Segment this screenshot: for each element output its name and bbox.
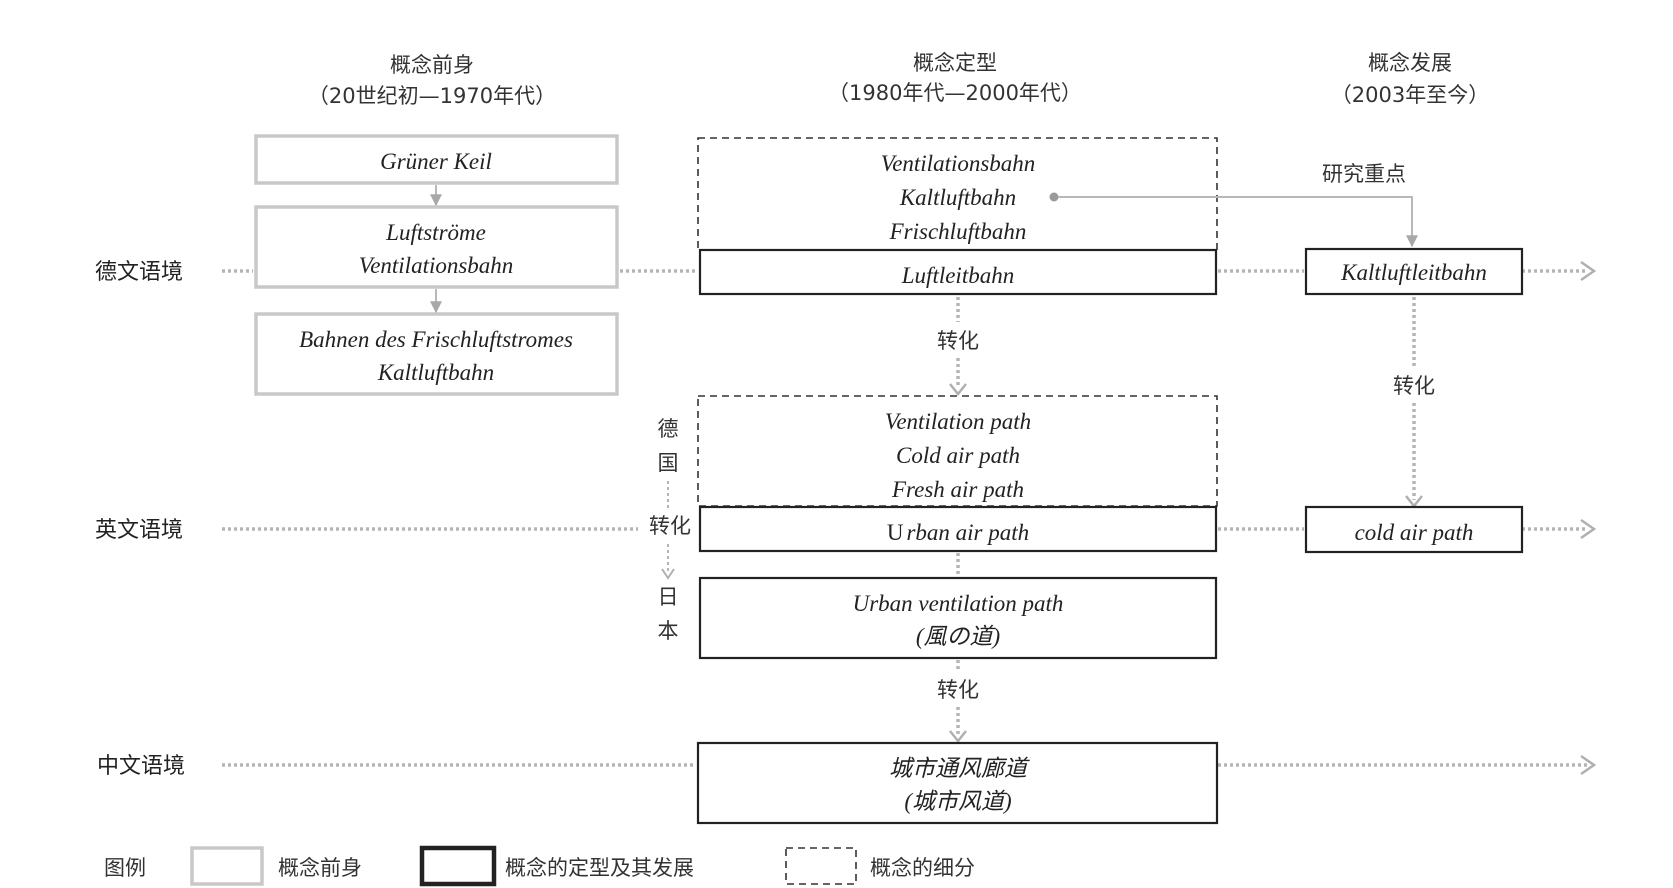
- japanese-term-english: Urban ventilation path: [853, 591, 1064, 616]
- precursor-box-gruner-keil: [254, 134, 619, 185]
- precursor-term-gruner-keil: Grüner Keil: [380, 149, 492, 174]
- precursor-term-luftstrome: Luftströme: [385, 220, 486, 245]
- side-label-de-2: 国: [658, 451, 679, 475]
- english-main-prefix: U: [887, 520, 904, 545]
- context-label-english: 英文语境: [95, 518, 183, 543]
- column-title-defined: 概念定型: [913, 51, 997, 75]
- legend-label-subdivision: 概念的细分: [870, 856, 975, 880]
- legend-label-defined: 概念的定型及其发展: [505, 856, 694, 880]
- english-subterm-cold: Cold air path: [896, 443, 1020, 468]
- transform-dev-label: 转化: [1393, 374, 1435, 398]
- legend-swatch-subdivision: [785, 847, 857, 885]
- context-label-german: 德文语境: [95, 260, 183, 285]
- column-title-development: 概念发展: [1368, 51, 1452, 75]
- precursor-term-kaltluftbahn: Kaltluftbahn: [377, 360, 494, 385]
- japanese-box: [698, 576, 1218, 660]
- german-main-term: Luftleitbahn: [901, 263, 1014, 288]
- chinese-term-alt: (城市风道): [904, 789, 1011, 814]
- precursor-term-bahnen: Bahnen des Frischluftstromes: [299, 327, 573, 352]
- english-subterm-ventilation: Ventilation path: [885, 409, 1031, 434]
- side-label-de-1: 德: [658, 417, 679, 441]
- chinese-box: [696, 741, 1219, 825]
- legend-title: 图例: [104, 856, 146, 880]
- research-focus-connector: [1058, 196, 1418, 248]
- column-period-precursor: （20世纪初—1970年代）: [308, 84, 556, 108]
- german-subterm-frischluftbahn: Frischluftbahn: [889, 219, 1027, 244]
- legend-swatch-precursor: [190, 846, 264, 886]
- english-timeline-arrow: [1580, 518, 1597, 540]
- precursor-box-bahnen: [254, 312, 619, 396]
- transform-jp-cn-label: 转化: [937, 678, 979, 702]
- english-main-rest: rban air path: [906, 520, 1029, 545]
- german-subterm-kaltluftbahn: Kaltluftbahn: [899, 185, 1016, 210]
- side-label-transform: 转化: [649, 514, 691, 538]
- side-label-jp-1: 日: [658, 585, 679, 609]
- chinese-timeline-arrow: [1580, 754, 1597, 776]
- transform-de-en-arrow: [949, 383, 967, 397]
- transform-dev-arrow: [1405, 495, 1423, 509]
- transform-jp-cn-arrow: [949, 730, 967, 744]
- german-development-term: Kaltluftleitbahn: [1340, 260, 1487, 285]
- english-main-box: [698, 505, 1218, 553]
- side-de-jp-arrow: [661, 568, 675, 580]
- precursor-term-ventilationsbahn: Ventilationsbahn: [359, 253, 514, 278]
- side-label-jp-2: 本: [658, 619, 679, 643]
- context-label-chinese: 中文语境: [97, 754, 185, 779]
- chinese-term-main: 城市通风廊道: [889, 756, 1030, 781]
- transform-de-en-label: 转化: [937, 329, 979, 353]
- english-development-box: [1304, 505, 1524, 554]
- column-period-defined: （1980年代—2000年代）: [828, 81, 1082, 105]
- german-subterm-ventilationsbahn: Ventilationsbahn: [881, 151, 1036, 176]
- german-main-box-luftleitbahn: [698, 248, 1218, 296]
- legend-swatch-defined: [419, 845, 497, 887]
- german-development-box: [1304, 247, 1524, 296]
- research-focus-dot: [1049, 192, 1059, 202]
- english-subterm-fresh: Fresh air path: [891, 477, 1024, 502]
- english-development-term: cold air path: [1355, 520, 1474, 545]
- column-period-development: （2003年至今）: [1331, 83, 1489, 107]
- research-focus-label: 研究重点: [1322, 162, 1406, 186]
- german-timeline-arrow: [1580, 260, 1597, 282]
- japanese-term-kanji: (風の道): [916, 624, 1000, 649]
- precursor-box-luftstrome: [254, 205, 619, 289]
- column-title-precursor: 概念前身: [390, 53, 474, 77]
- legend-label-precursor: 概念前身: [278, 856, 362, 880]
